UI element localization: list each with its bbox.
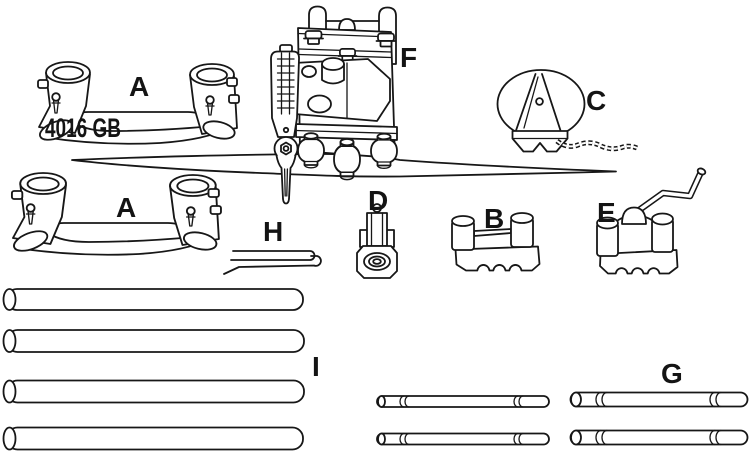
- part-number-text: 4016 GB: [45, 113, 121, 143]
- label-h: H: [263, 216, 283, 247]
- part-f-mount-assembly: [270, 5, 398, 205]
- rod: [376, 395, 550, 408]
- rod: [569, 429, 749, 446]
- rod: [569, 391, 749, 408]
- part-h-flat-spring-clip: [223, 250, 322, 275]
- part-i-tubes: [2, 288, 305, 451]
- label-d: D: [368, 185, 388, 216]
- label-f: F: [400, 42, 417, 73]
- tube: [2, 288, 304, 311]
- tube: [2, 329, 305, 353]
- part-d-clevis-eye: [356, 203, 398, 279]
- part-e-axle-clamp-with-crank: [596, 167, 707, 275]
- label-a-bottom: A: [116, 192, 136, 223]
- chain: [555, 138, 638, 152]
- rod: [376, 432, 550, 446]
- part-g-rods: [376, 391, 749, 446]
- label-g: G: [661, 358, 683, 389]
- part-b-axle-clamp: [451, 212, 541, 272]
- tube: [2, 426, 304, 451]
- part-c-disc-wheel: [496, 69, 638, 153]
- label-b: B: [484, 203, 504, 234]
- label-i: I: [312, 351, 320, 382]
- label-c: C: [586, 85, 606, 116]
- tube: [2, 379, 305, 404]
- label-a-top: A: [129, 71, 149, 102]
- label-e: E: [597, 197, 616, 228]
